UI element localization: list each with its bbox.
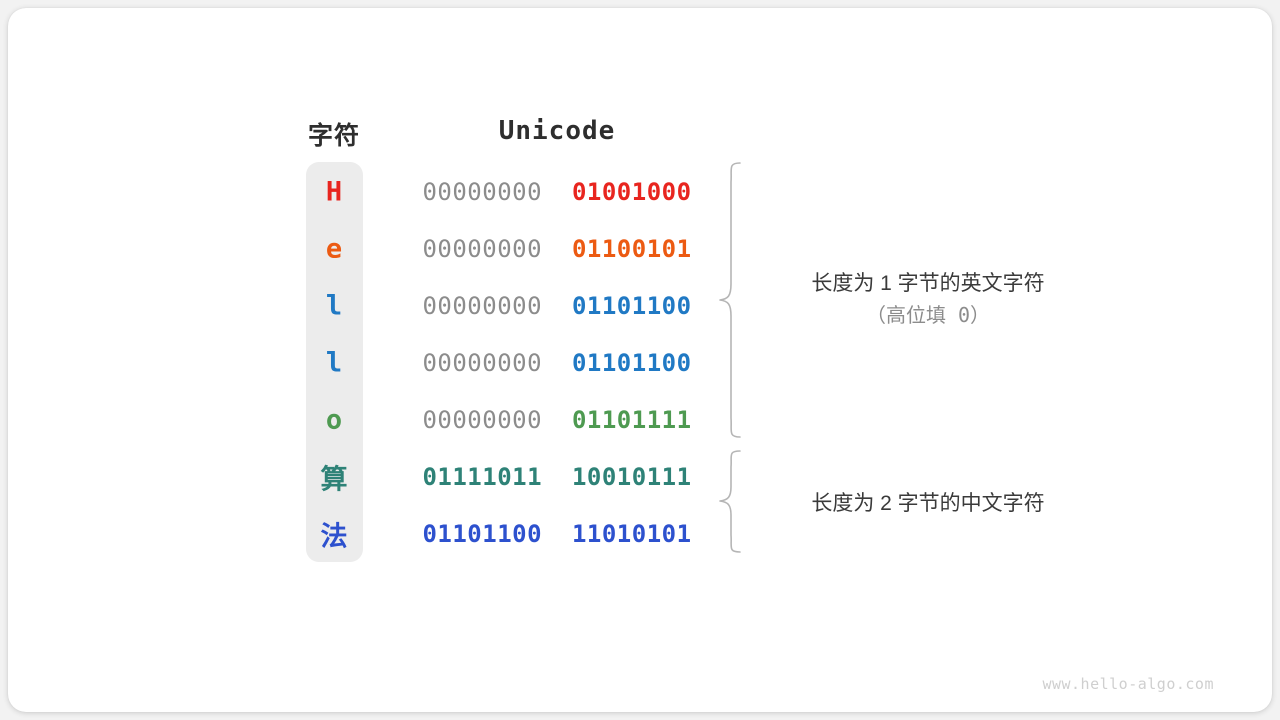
low-byte: 01100101 — [571, 235, 692, 263]
row-unicode-bits: 00000000 01100101 — [422, 235, 691, 263]
byte-separator — [542, 463, 572, 491]
brace-two-byte-group — [719, 450, 741, 553]
byte-separator — [542, 406, 572, 434]
high-byte: 00000000 — [422, 406, 543, 434]
row-character: l — [325, 347, 343, 379]
low-byte: 11010101 — [571, 520, 692, 548]
high-byte: 00000000 — [422, 349, 543, 377]
row-unicode-bits: 00000000 01101100 — [422, 349, 691, 377]
row-unicode-bits: 00000000 01101100 — [422, 292, 691, 320]
row-unicode-bits: 01111011 10010111 — [422, 463, 691, 491]
diagram-stage: 字符 Unicode H 00000000 01001000 e 00000000 0… — [8, 8, 1272, 712]
row-unicode-bits: 00000000 01001000 — [422, 178, 691, 206]
row-character: 算 — [320, 464, 348, 495]
row-character: e — [325, 233, 343, 265]
low-byte: 10010111 — [571, 463, 692, 491]
row-character: H — [325, 176, 343, 208]
annotation-one-byte: 长度为 1 字节的英文字符 （高位填 0） — [811, 268, 1044, 330]
annotation-two-byte: 长度为 2 字节的中文字符 — [811, 488, 1044, 520]
low-byte: 01101111 — [571, 406, 692, 434]
high-byte: 00000000 — [422, 292, 543, 320]
row-unicode-bits: 01101100 11010101 — [422, 520, 691, 548]
high-byte: 01101100 — [422, 520, 543, 548]
byte-separator — [542, 292, 572, 320]
row-unicode-bits: 00000000 01101111 — [422, 406, 691, 434]
watermark: www.hello-algo.com — [1042, 675, 1214, 693]
brace-one-byte-group — [719, 162, 741, 438]
low-byte: 01101100 — [571, 292, 692, 320]
row-character: l — [325, 290, 343, 322]
row-character: o — [325, 404, 343, 436]
byte-separator — [542, 520, 572, 548]
annotation-two-byte-main: 长度为 2 字节的中文字符 — [811, 492, 1045, 515]
byte-separator — [542, 349, 572, 377]
annotation-one-byte-main: 长度为 1 字节的英文字符 — [811, 272, 1045, 295]
column-header-character: 字符 — [307, 122, 361, 150]
column-header-unicode: Unicode — [498, 116, 616, 146]
byte-separator — [542, 235, 572, 263]
low-byte: 01101100 — [571, 349, 692, 377]
byte-separator — [542, 178, 572, 206]
character-column-background — [306, 162, 363, 562]
high-byte: 00000000 — [422, 235, 543, 263]
high-byte: 01111011 — [422, 463, 543, 491]
row-character: 法 — [320, 521, 348, 552]
high-byte: 00000000 — [422, 178, 543, 206]
diagram-card: 字符 Unicode H 00000000 01001000 e 00000000 0… — [8, 8, 1272, 712]
low-byte: 01001000 — [571, 178, 692, 206]
annotation-one-byte-sub: （高位填 0） — [865, 302, 991, 327]
